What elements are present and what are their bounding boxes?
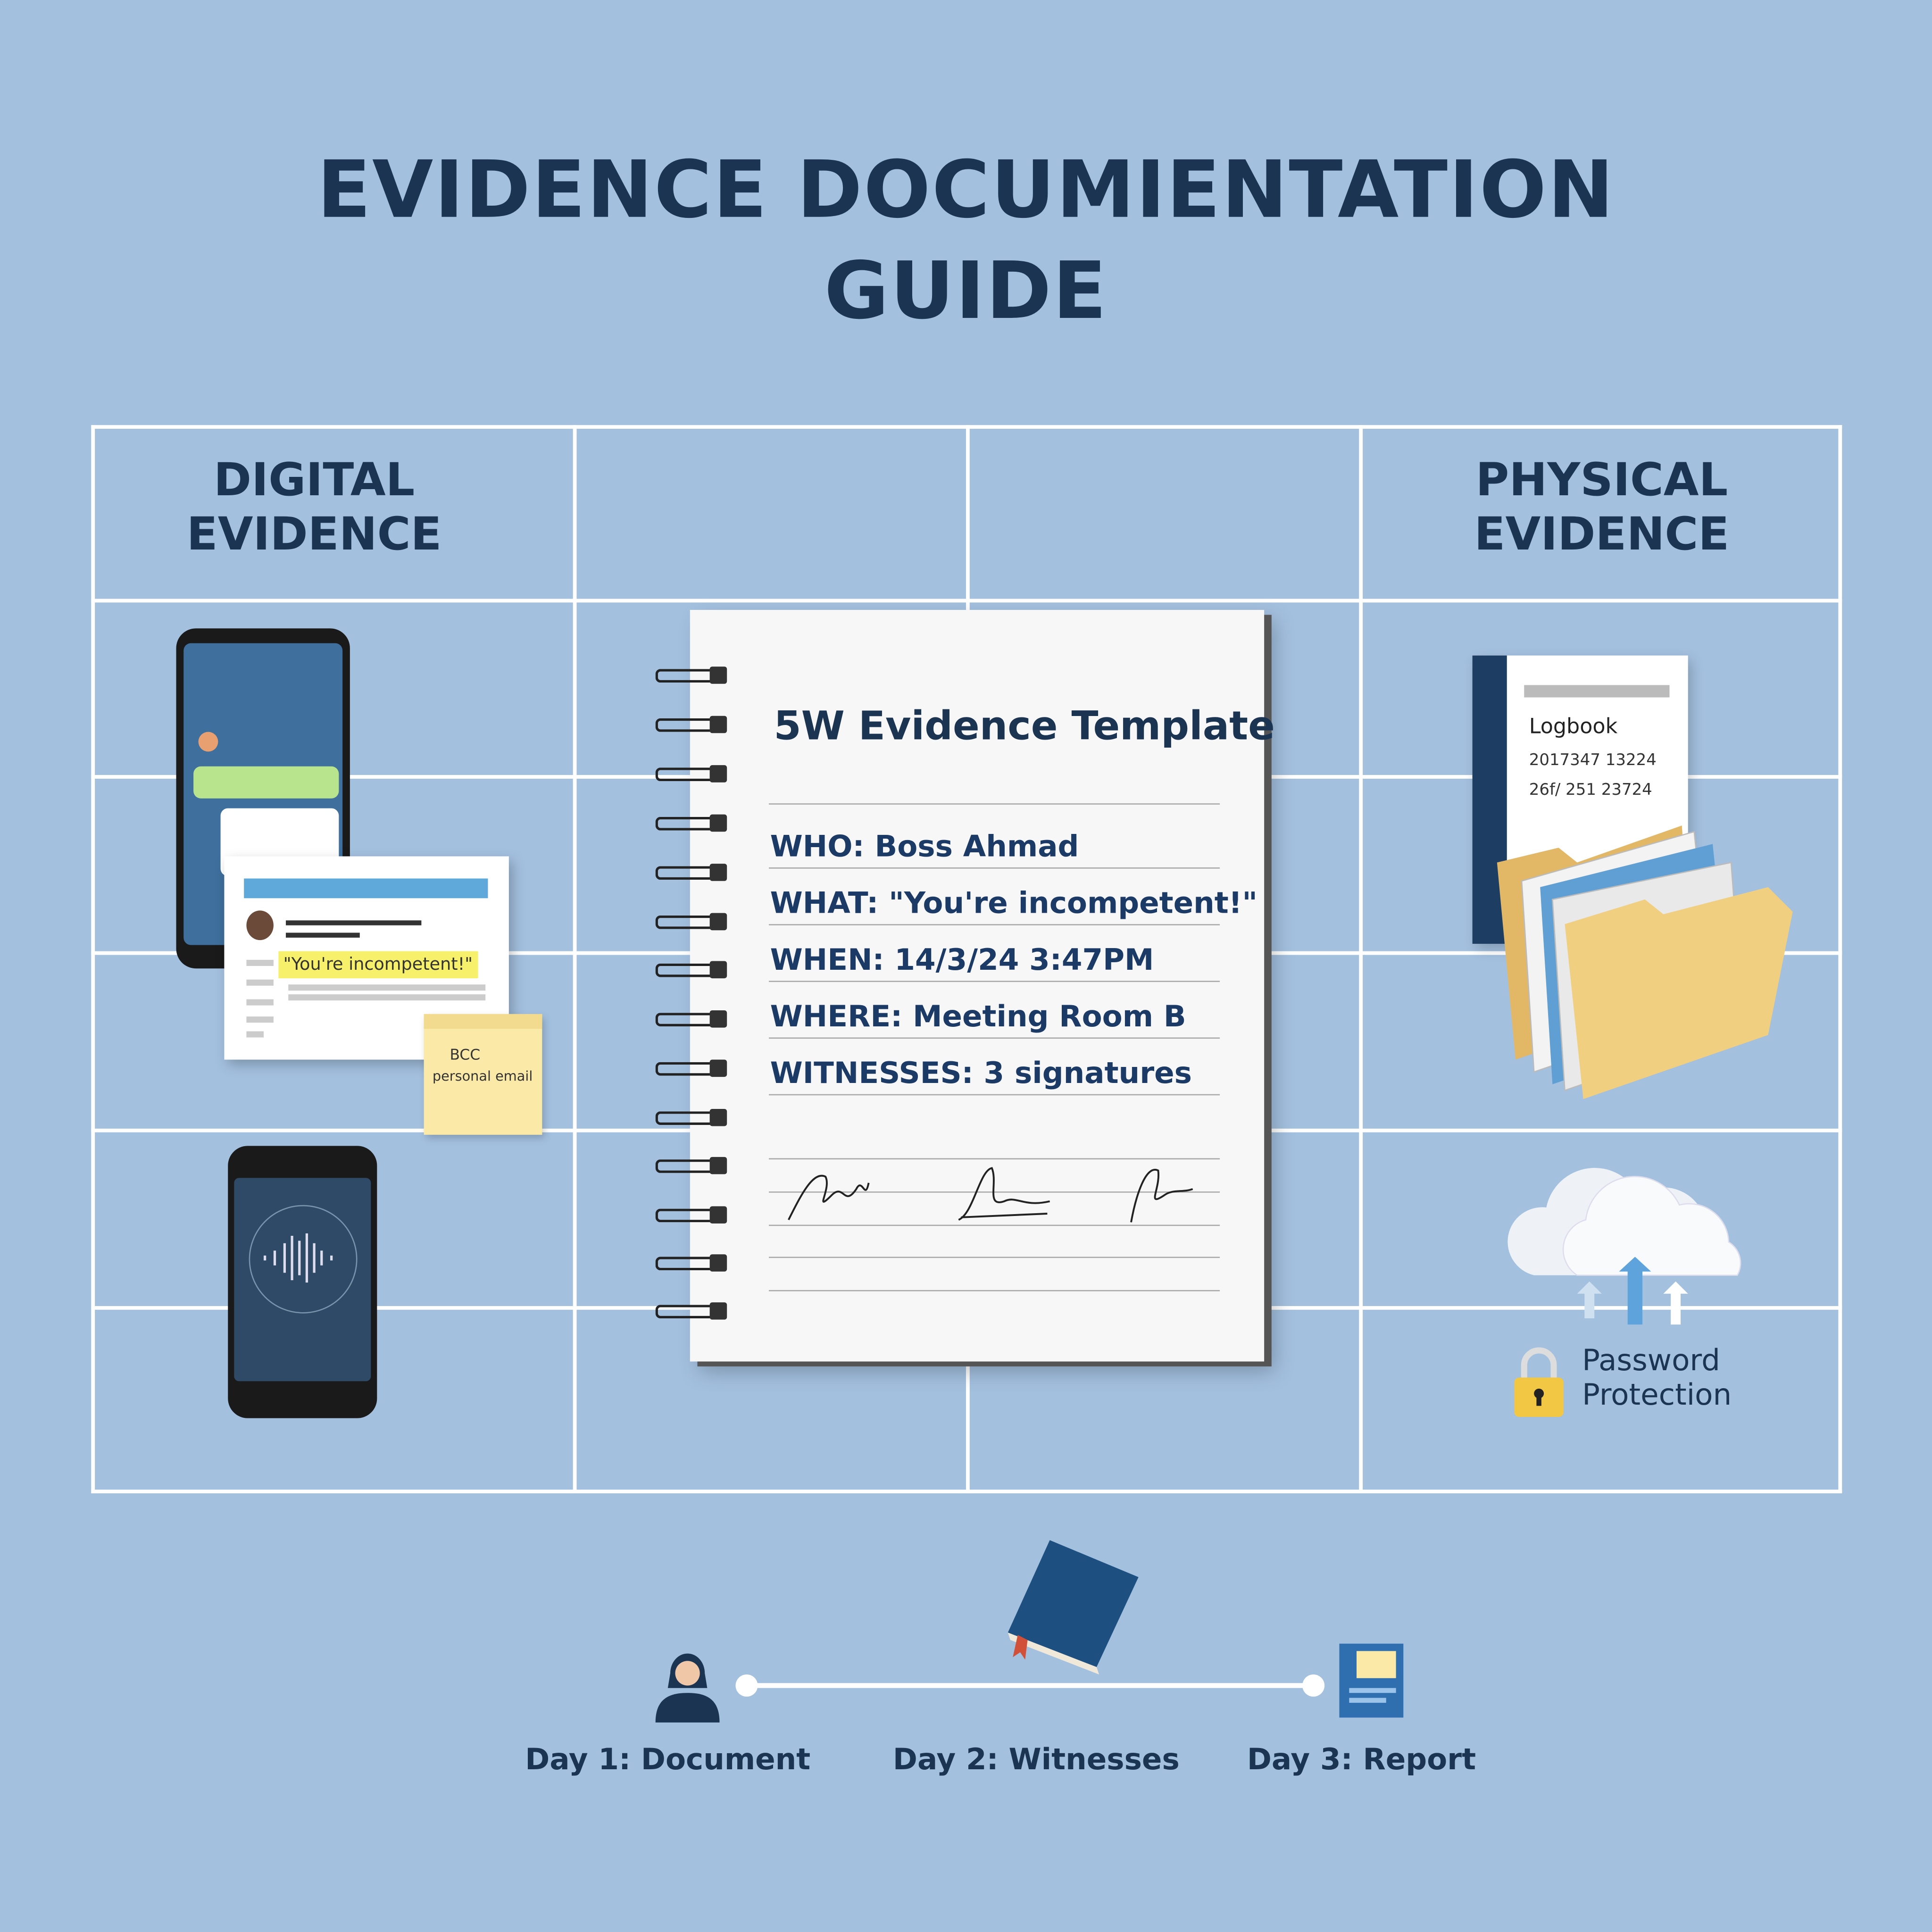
label-line: Protection	[1582, 1377, 1732, 1412]
padlock-icon	[1514, 1347, 1564, 1417]
person-icon	[655, 1653, 720, 1723]
page-title-line2: GUIDE	[824, 246, 1108, 338]
logbook-title: Logbook	[1529, 715, 1618, 740]
page-title-line1: EVIDENCE DOCUMIENTATION	[317, 145, 1615, 237]
heading-line: DIGITAL	[213, 453, 415, 507]
timeline-node	[1302, 1674, 1325, 1697]
avatar	[246, 910, 274, 941]
physical-evidence-heading: PHYSICAL EVIDENCE	[1435, 453, 1768, 562]
sticky-note: BCC personal email	[424, 1014, 542, 1135]
timeline-node	[735, 1674, 758, 1697]
timeline-day2-label: Day 2: Witnesses	[892, 1742, 1180, 1777]
report-document-icon	[1339, 1643, 1404, 1718]
what-row: WHAT: "You're incompetent!"	[770, 886, 1258, 921]
sticky-line: BCC	[450, 1046, 481, 1064]
witnesses-row: WITNESSES: 3 signatures	[770, 1056, 1192, 1091]
timeline-line	[746, 1683, 1314, 1688]
cloud-backup-icon	[1507, 1168, 1741, 1325]
when-row: WHEN: 14/3/24 3:47PM	[770, 942, 1154, 977]
where-row: WHERE: Meeting Room B	[770, 999, 1186, 1034]
who-row: WHO: Boss Ahmad	[770, 829, 1079, 864]
timeline-day3-label: Day 3: Report	[1247, 1742, 1476, 1777]
logbook-entry: 2017347 13224	[1529, 751, 1657, 770]
sticky-line: personal email	[432, 1068, 533, 1084]
password-protection-label: Password Protection	[1582, 1343, 1732, 1412]
label-line: Password	[1582, 1343, 1720, 1378]
logbook-entry: 26f/ 251 23724	[1529, 781, 1652, 800]
heading-line: EVIDENCE	[1474, 508, 1730, 561]
notebook-title: 5W Evidence Template	[774, 702, 1275, 749]
heading-line: PHYSICAL	[1475, 453, 1728, 507]
book-icon	[1008, 1540, 1139, 1674]
phone-audio-recording	[228, 1146, 377, 1418]
timeline-day1-label: Day 1: Document	[525, 1742, 811, 1777]
waveform-icon	[264, 1233, 333, 1283]
folders-icon	[1497, 825, 1793, 1099]
heading-line: EVIDENCE	[186, 508, 442, 561]
highlighted-quote: "You're incompetent!"	[278, 951, 478, 979]
digital-evidence-heading: DIGITAL EVIDENCE	[148, 453, 480, 562]
notebook-5w-template	[690, 610, 1265, 1362]
witness-signatures	[788, 1167, 1193, 1223]
